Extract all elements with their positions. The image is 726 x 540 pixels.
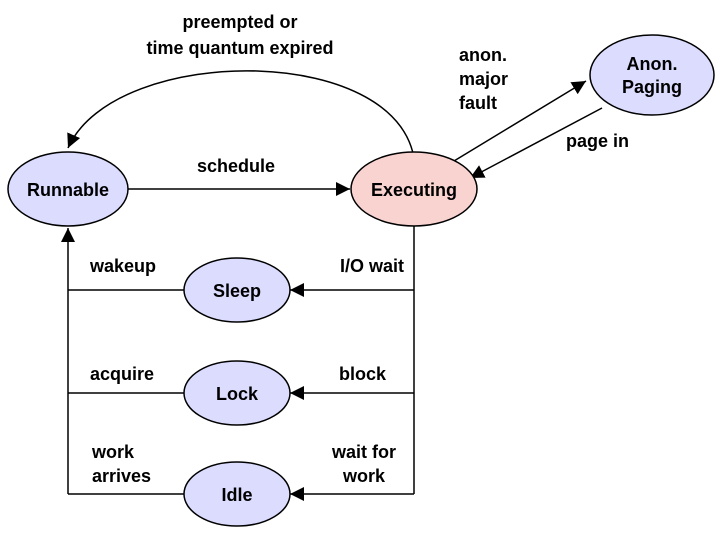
anon-paging-label-line-2: Paging — [622, 77, 682, 97]
lock-ellipse — [183, 360, 291, 426]
work-arrives-label-line-1: work — [91, 442, 135, 462]
sleep-label: Sleep — [213, 281, 261, 301]
anon-major-fault-label-line-2: major — [459, 69, 508, 89]
page-in-arrow — [469, 107, 603, 179]
idle-label: Idle — [221, 485, 252, 505]
wait-for-work-label-line-1: wait for — [331, 442, 396, 462]
idle-ellipse — [183, 461, 291, 527]
block-label: block — [339, 364, 387, 384]
wait-for-work-label-line-2: work — [342, 466, 386, 486]
executing-label: Executing — [371, 180, 457, 200]
schedule-label: schedule — [197, 156, 275, 176]
sleep-node: Sleep — [183, 257, 291, 323]
runnable-label: Runnable — [27, 180, 109, 200]
runnable-ellipse — [7, 151, 129, 227]
preempted-label-line-1: preempted or — [182, 12, 297, 32]
page-in-label: page in — [566, 131, 629, 151]
sleep-ellipse — [183, 257, 291, 323]
anon-paging-label-line-1: Anon. — [627, 54, 678, 74]
idle-node: Idle — [183, 461, 291, 527]
runnable-node: Runnable — [7, 151, 129, 227]
work-arrives-label-line-2: arrives — [92, 466, 151, 486]
preempted-arrow — [67, 70, 416, 169]
preempted-label-line-2: time quantum expired — [146, 38, 333, 58]
lock-label: Lock — [216, 384, 259, 404]
anon-major-fault-label-line-3: fault — [459, 93, 497, 113]
lock-node: Lock — [183, 360, 291, 426]
io-wait-label: I/O wait — [340, 256, 404, 276]
executing-node: Executing — [350, 151, 478, 227]
anon-major-fault-label-line-1: anon. — [459, 45, 507, 65]
executing-ellipse — [350, 151, 478, 227]
anon-major-fault-arrow — [453, 80, 587, 162]
anon-paging-ellipse — [589, 34, 715, 116]
acquire-label: acquire — [90, 364, 154, 384]
anon-paging-node: Anon. Paging — [589, 34, 715, 116]
wakeup-label: wakeup — [89, 256, 156, 276]
